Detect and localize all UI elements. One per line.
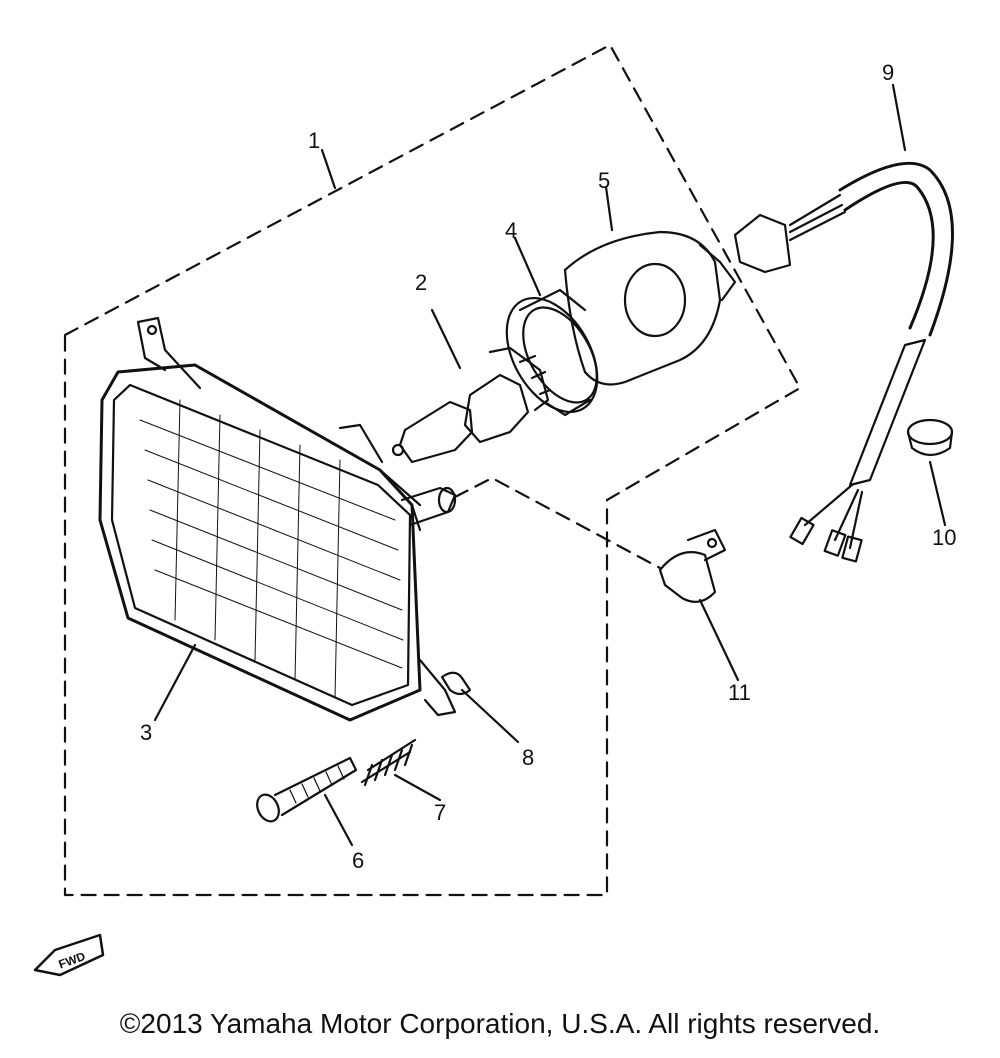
copyright-notice: ©2013 Yamaha Motor Corporation, U.S.A. A… bbox=[119, 1008, 881, 1039]
leader-1 bbox=[320, 148, 337, 190]
screw-part-6 bbox=[256, 756, 358, 847]
fwd-arrow-icon bbox=[33, 933, 105, 977]
wiring-harness-part-9 bbox=[733, 83, 954, 563]
socket-cover-part-5 bbox=[563, 185, 737, 386]
clip-part-8 bbox=[440, 671, 520, 744]
callout-8: 8 bbox=[522, 745, 534, 770]
headlight-exploded-diagram: 1 2 3 4 5 6 7 8 9 10 11 FWD bbox=[33, 43, 956, 977]
clamp-part-11 bbox=[658, 528, 740, 682]
spring-part-7 bbox=[360, 738, 442, 802]
callout-3: 3 bbox=[140, 720, 152, 745]
callout-4: 4 bbox=[505, 218, 517, 243]
dashed-leader-11 bbox=[453, 476, 662, 570]
grommet-part-10 bbox=[906, 418, 954, 527]
assembly-dashed-boundary bbox=[63, 43, 802, 897]
callout-7: 7 bbox=[434, 800, 446, 825]
callout-9: 9 bbox=[882, 60, 894, 85]
callout-10: 10 bbox=[932, 525, 956, 550]
callout-1: 1 bbox=[308, 128, 320, 153]
headlight-unit-part-3 bbox=[98, 316, 457, 722]
bulb-holder-part-4 bbox=[505, 236, 599, 417]
callout-6: 6 bbox=[352, 848, 364, 873]
callout-11: 11 bbox=[728, 680, 751, 705]
callout-2: 2 bbox=[415, 270, 427, 295]
callout-5: 5 bbox=[598, 168, 610, 193]
